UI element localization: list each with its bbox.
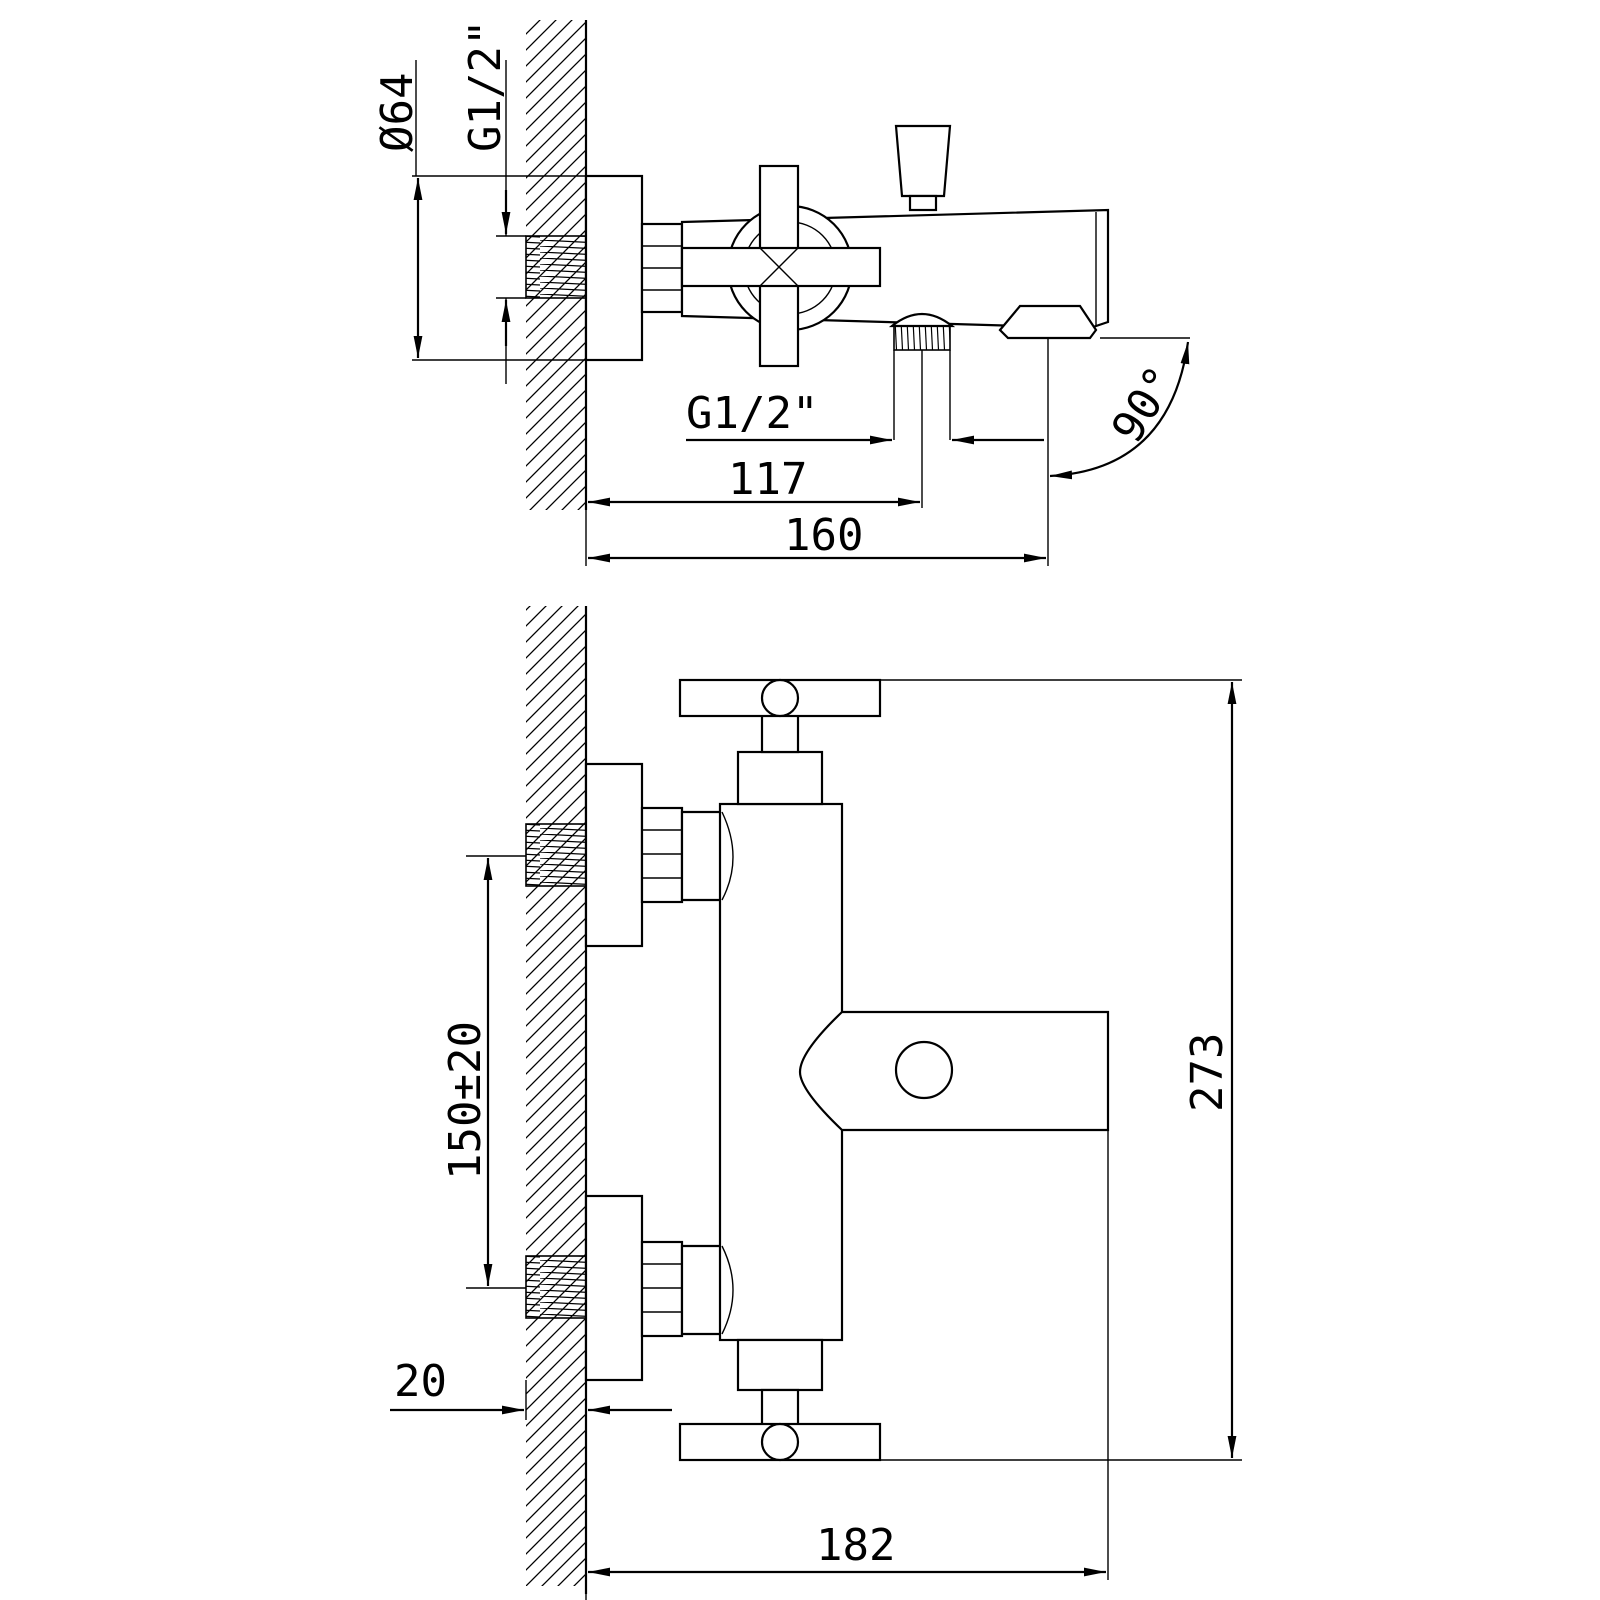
- valve-stem-top: [760, 710, 800, 754]
- bath-outlet-aerator: [998, 304, 1098, 340]
- label-diameter: Ø64: [372, 73, 423, 152]
- label-inlet-thread: G1/2": [460, 20, 511, 152]
- diverter-knob-front: [894, 1040, 954, 1100]
- valve-top: [736, 750, 824, 806]
- label-inlet-spacing: 150±20: [440, 1021, 491, 1180]
- valve-bottom: [736, 1338, 824, 1392]
- inlet-thread-upper: [525, 823, 587, 887]
- label-projection: 160: [784, 510, 863, 561]
- label-width: 182: [816, 1520, 895, 1571]
- spout-front: [798, 1010, 1110, 1132]
- flange-upper: [584, 762, 644, 948]
- inlet-thread-lower: [525, 1255, 587, 1319]
- label-outlet-thread: G1/2": [686, 388, 818, 439]
- dim-arc-angle: [1049, 341, 1190, 480]
- flange-lower: [584, 1194, 644, 1382]
- shower-outlet-thread: [893, 325, 951, 351]
- handle-cap-bottom: [760, 1422, 800, 1462]
- diverter-knob-top: [894, 124, 952, 198]
- cross-handle-horizontal: [680, 246, 882, 288]
- label-wall-offset: 20: [394, 1356, 447, 1407]
- front-view: 150±20 20 273 182: [390, 606, 1242, 1600]
- label-outlet-offset: 117: [728, 454, 807, 505]
- hex-nut-lower: [640, 1240, 684, 1338]
- wall-flange-top: [584, 174, 644, 362]
- shower-outlet-dome: [888, 313, 956, 328]
- hex-nut-upper: [640, 806, 684, 904]
- valve-stem-bottom: [760, 1388, 800, 1428]
- top-view: Ø64 G1/2" G1/2" 117 160 90°: [372, 20, 1190, 566]
- label-height: 273: [1182, 1033, 1233, 1112]
- handle-cap-top: [760, 678, 800, 718]
- inlet-thread-top: [525, 235, 587, 299]
- label-angle: 90°: [1102, 357, 1187, 451]
- wall-hatch-front: [526, 606, 586, 1586]
